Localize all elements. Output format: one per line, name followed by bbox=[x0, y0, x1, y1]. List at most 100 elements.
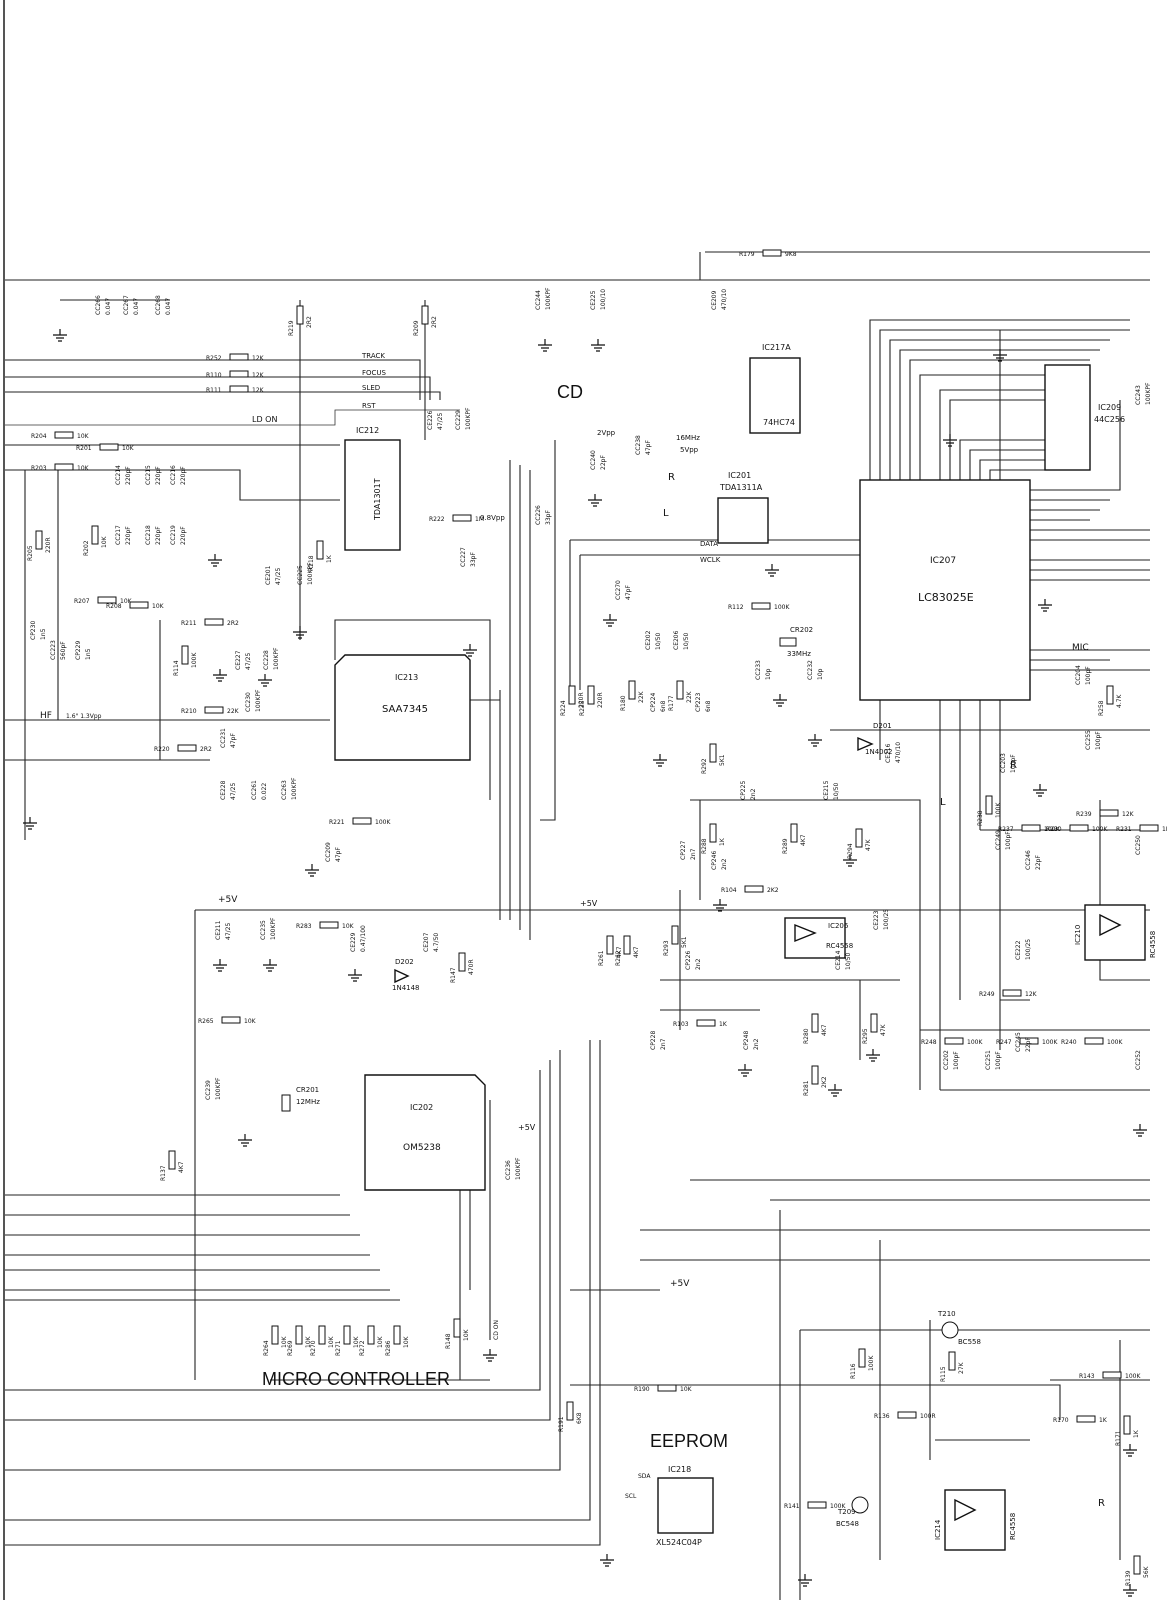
capacitor-cp223-value: 6n8 bbox=[705, 700, 712, 712]
capacitor-ce222-ref: CE222 bbox=[1015, 940, 1022, 960]
capacitor-cc215-ref: CC215 bbox=[145, 465, 152, 485]
capacitor-cc263-value: 100KPF bbox=[291, 777, 298, 800]
capacitor-cp229-ref: CP229 bbox=[75, 641, 82, 660]
resistor-r292-ref: R292 bbox=[701, 758, 708, 774]
resistor-r225-value: 220R bbox=[597, 692, 604, 708]
signal-sled: SLED bbox=[362, 384, 380, 392]
section-title-cd: CD bbox=[557, 382, 583, 402]
resistor-r289-value: 4K7 bbox=[800, 834, 807, 846]
resistor-r209-body bbox=[421, 305, 429, 325]
resistor-r111-value: 12K bbox=[252, 387, 265, 394]
resistor-r115-value: 27K bbox=[958, 1361, 965, 1374]
capacitor-cc218-value: 220pF bbox=[155, 526, 162, 545]
signal-0-8vpp: 0.8Vpp bbox=[480, 514, 505, 522]
resistor-r147-body bbox=[458, 952, 466, 972]
resistor-r252-body bbox=[229, 353, 249, 361]
capacitor-cp227-value: 2n7 bbox=[690, 848, 697, 860]
ic214-ref: IC214 bbox=[934, 1519, 942, 1540]
signal-hf-level: 1.6" 1.3Vpp bbox=[66, 713, 102, 720]
d201-value: 1N4002 bbox=[865, 748, 893, 756]
signal-ld-on: LD ON bbox=[252, 415, 277, 424]
resistor-r207-ref: R207 bbox=[74, 598, 90, 605]
capacitor-ce209-ref: CE209 bbox=[711, 290, 718, 310]
resistor-r264-ref: R264 bbox=[263, 1340, 270, 1356]
capacitor-cc255-value: 100pF bbox=[1095, 731, 1102, 750]
resistor-r225-body bbox=[587, 685, 595, 705]
resistor-r136-value: 100R bbox=[920, 1413, 936, 1420]
capacitor-cc202-ref: CC202 bbox=[943, 1050, 950, 1070]
capacitor-ce206-ref: CE206 bbox=[673, 630, 680, 650]
ground-icon bbox=[713, 899, 727, 912]
resistor-r262-body bbox=[623, 935, 631, 955]
capacitor-cp225-ref: CP225 bbox=[740, 781, 747, 800]
resistor-r218-body bbox=[316, 540, 324, 560]
resistor-r218-value: 1K bbox=[326, 554, 333, 563]
capacitor-cp246-value: 2n2 bbox=[721, 858, 728, 870]
capacitor-cc245-ref: CC245 bbox=[1015, 1032, 1022, 1052]
capacitor-ce229-value: 0.47/100 bbox=[360, 925, 367, 952]
capacitor-cc219-ref: CC219 bbox=[170, 525, 177, 545]
resistor-r148-value: 10K bbox=[463, 1328, 470, 1341]
resistor-r114-body bbox=[181, 645, 189, 665]
resistor-r143-ref: R143 bbox=[1079, 1373, 1095, 1380]
resistor-r204-value: 10K bbox=[77, 433, 90, 440]
capacitor-ce229-ref: CE229 bbox=[350, 932, 357, 952]
resistor-r143-value: 100K bbox=[1125, 1373, 1141, 1380]
capacitor-cc270-value: 47pF bbox=[625, 585, 632, 600]
resistor-r190-body bbox=[657, 1384, 677, 1392]
resistor-r208-ref: R208 bbox=[106, 603, 122, 610]
resistor-r270-body bbox=[318, 1325, 326, 1345]
resistor-r170-value: 1K bbox=[1099, 1417, 1108, 1424]
resistor-r141-body bbox=[807, 1501, 827, 1509]
resistor-r110-body bbox=[229, 370, 249, 378]
resistor-r148-body bbox=[453, 1318, 461, 1338]
chip-ic206: IC206 RC4558 bbox=[784, 917, 853, 959]
ic202-ref: IC202 bbox=[410, 1103, 433, 1112]
capacitor-cc233-value: 10p bbox=[765, 668, 772, 680]
resistor-r261-body bbox=[606, 935, 614, 955]
resistor-r191-value: 6K8 bbox=[576, 1412, 583, 1424]
resistor-r281-ref: R281 bbox=[803, 1080, 810, 1096]
resistor-r264-body bbox=[271, 1325, 279, 1345]
capacitor-cc229-value: 100KPF bbox=[465, 407, 472, 430]
resistor-r247-body bbox=[1019, 1037, 1039, 1045]
capacitor-cc231-ref: CC231 bbox=[220, 728, 227, 748]
resistor-r269-body bbox=[295, 1325, 303, 1345]
cr201-value: 12MHz bbox=[296, 1098, 320, 1106]
capacitor-cc228-ref: CC228 bbox=[263, 650, 270, 670]
resistor-r237-body bbox=[1021, 824, 1041, 832]
resistor-r141-value: 100K bbox=[830, 1503, 846, 1510]
ground-icon bbox=[765, 564, 779, 577]
capacitor-cc243-ref: CC243 bbox=[1135, 385, 1142, 405]
capacitor-ce211-value: 47/25 bbox=[225, 923, 232, 940]
resistor-r286-value: 10K bbox=[403, 1335, 410, 1348]
capacitor-ce207-value: 4.7/50 bbox=[433, 933, 440, 952]
ic213-part: SAA7345 bbox=[382, 704, 428, 715]
resistor-r141-ref: R141 bbox=[784, 1503, 800, 1510]
resistor-r248-ref: R248 bbox=[921, 1039, 937, 1046]
resistor-r221-value: 100K bbox=[375, 819, 391, 826]
resistor-r239-ref: R239 bbox=[1076, 811, 1092, 818]
ic212-part: TDA1301T bbox=[373, 478, 382, 521]
ground-icon bbox=[1123, 1444, 1137, 1457]
resistor-r190-ref: R190 bbox=[634, 1386, 650, 1393]
ground-icon bbox=[463, 644, 477, 657]
resistor-r222-body bbox=[452, 514, 472, 522]
resistor-r294-body bbox=[855, 828, 863, 848]
resistor-r270-ref: R270 bbox=[310, 1340, 317, 1356]
capacitor-cc270-ref: CC270 bbox=[615, 580, 622, 600]
capacitor-cp230-ref: CP230 bbox=[30, 621, 37, 640]
resistor-r261-value: 4K7 bbox=[616, 946, 623, 958]
resistor-r115-body bbox=[948, 1351, 956, 1371]
d202-value: 1N4148 bbox=[392, 984, 420, 992]
capacitor-cp228-ref: CP228 bbox=[650, 1031, 657, 1050]
chip-ic213: IC213 SAA7345 bbox=[334, 654, 471, 761]
ground-icon bbox=[798, 1574, 812, 1587]
capacitor-ce222-value: 100/25 bbox=[1025, 939, 1032, 960]
capacitor-cp246-ref: CP246 bbox=[711, 851, 718, 870]
resistor-r148-ref: R148 bbox=[445, 1333, 452, 1349]
capacitor-cc267-value: 0.047 bbox=[133, 298, 140, 315]
resistor-r205-body bbox=[35, 530, 43, 550]
capacitor-cc266-value: 0.047 bbox=[105, 298, 112, 315]
